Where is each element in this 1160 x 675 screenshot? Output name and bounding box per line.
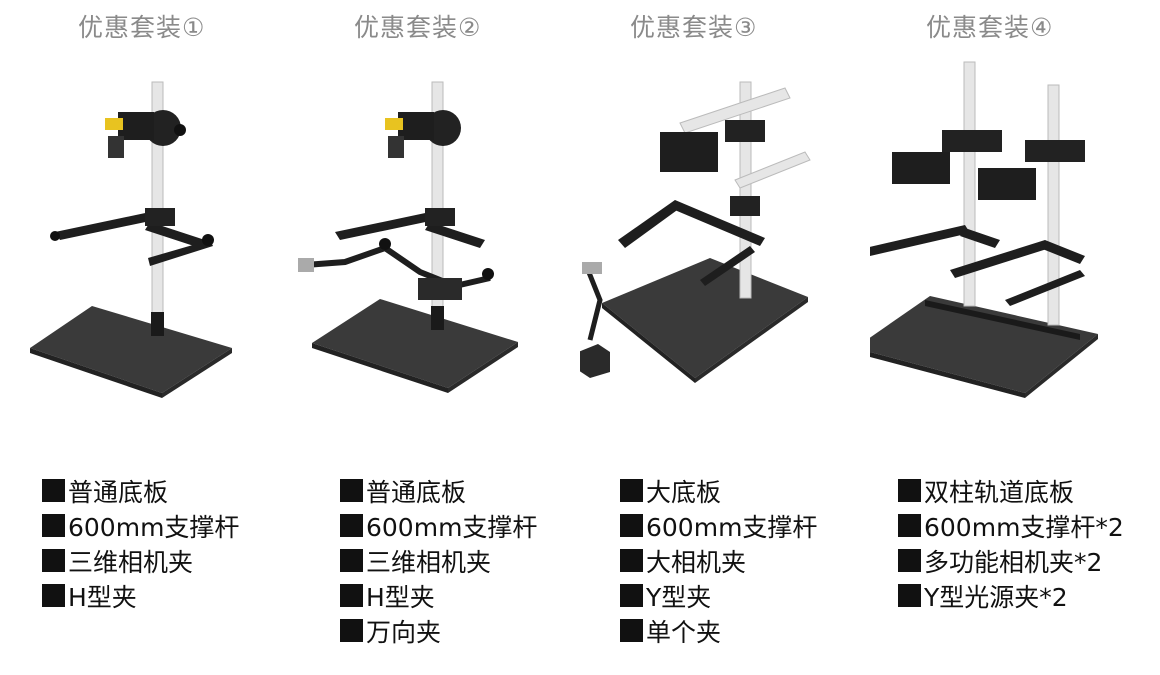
- bullet-square-icon: [340, 584, 363, 607]
- list-item: 600mm支撑杆*2: [898, 508, 1124, 543]
- list-item: 大相机夹: [620, 543, 817, 578]
- list-item: 普通底板: [340, 473, 537, 508]
- list-item: 普通底板: [42, 473, 239, 508]
- list-item: 三维相机夹: [340, 543, 537, 578]
- bullet-square-icon: [620, 479, 643, 502]
- package-title: 优惠套装①: [78, 13, 206, 42]
- bullet-square-icon: [42, 514, 65, 537]
- list-item: 双柱轨道底板: [898, 473, 1124, 508]
- bullet-square-icon: [340, 479, 363, 502]
- bullet-square-icon: [620, 584, 643, 607]
- product-image-kit-4: [870, 61, 1098, 398]
- bullet-square-icon: [898, 479, 921, 502]
- package-title: 优惠套装②: [354, 13, 482, 42]
- list-item: 600mm支撑杆: [42, 508, 239, 543]
- package-1: 优惠套装① 普通底板 600mm支撑杆 三维相机夹 H型夹: [0, 0, 290, 675]
- product-image-kit-2: [298, 81, 518, 393]
- bullet-square-icon: [340, 549, 363, 572]
- package-2: 优惠套装② 普通底板 600mm支撑杆 三维相机夹 H型夹 万向夹: [290, 0, 580, 675]
- product-image-kit-3: [580, 81, 811, 383]
- bullet-square-icon: [620, 514, 643, 537]
- package-title: 优惠套装③: [630, 13, 758, 42]
- bullet-square-icon: [340, 619, 363, 642]
- list-item: 多功能相机夹*2: [898, 543, 1124, 578]
- bullet-square-icon: [42, 584, 65, 607]
- package-3: 优惠套装③ 大底板 600mm支撑杆 大相机夹 Y型夹 单个夹: [580, 0, 870, 675]
- bullet-square-icon: [42, 479, 65, 502]
- package-4: 优惠套装④ 双柱轨道底板 600mm支撑杆*2 多功能相机夹*2 Y型光源夹*2: [870, 0, 1160, 675]
- list-item: 单个夹: [620, 613, 817, 648]
- bullet-square-icon: [620, 619, 643, 642]
- bullet-square-icon: [620, 549, 643, 572]
- list-item: H型夹: [42, 578, 239, 613]
- list-item: 600mm支撑杆: [620, 508, 817, 543]
- bullet-square-icon: [340, 514, 363, 537]
- package-title: 优惠套装④: [926, 13, 1054, 42]
- item-list: 普通底板 600mm支撑杆 三维相机夹 H型夹: [42, 473, 239, 613]
- product-image-kit-1: [30, 81, 232, 398]
- list-item: 600mm支撑杆: [340, 508, 537, 543]
- bullet-square-icon: [898, 549, 921, 572]
- item-list: 普通底板 600mm支撑杆 三维相机夹 H型夹 万向夹: [340, 473, 537, 648]
- bullet-square-icon: [42, 549, 65, 572]
- list-item: 大底板: [620, 473, 817, 508]
- bullet-square-icon: [898, 584, 921, 607]
- list-item: Y型夹: [620, 578, 817, 613]
- list-item: 万向夹: [340, 613, 537, 648]
- bullet-square-icon: [898, 514, 921, 537]
- item-list: 大底板 600mm支撑杆 大相机夹 Y型夹 单个夹: [620, 473, 817, 648]
- list-item: H型夹: [340, 578, 537, 613]
- item-list: 双柱轨道底板 600mm支撑杆*2 多功能相机夹*2 Y型光源夹*2: [898, 473, 1124, 613]
- list-item: Y型光源夹*2: [898, 578, 1124, 613]
- list-item: 三维相机夹: [42, 543, 239, 578]
